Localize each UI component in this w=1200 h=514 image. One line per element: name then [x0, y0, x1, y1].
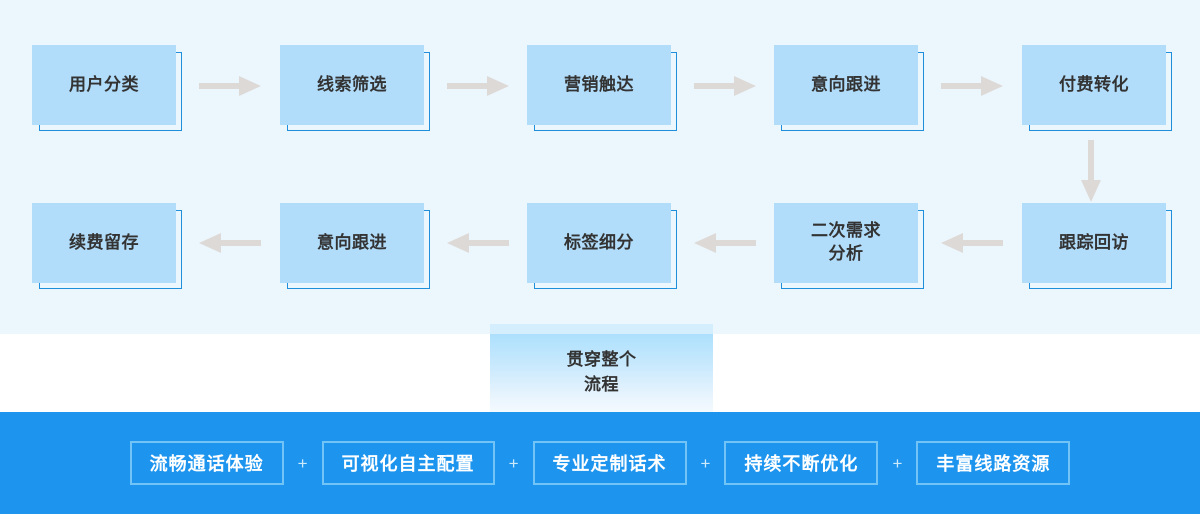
tag-separator-plus: +: [892, 453, 903, 473]
feature-tag-visual-self-configuration[interactable]: 可视化自主配置: [321, 441, 495, 485]
arrow-right-icon: [694, 76, 756, 96]
arrow-down-icon: [1081, 140, 1101, 202]
tag-separator-plus: +: [700, 453, 711, 473]
feature-tag-label: 丰富线路资源: [936, 454, 1051, 474]
flow-step-tag-segmentation[interactable]: 标签细分: [527, 203, 677, 289]
flow-step-follow-up-revisit[interactable]: 跟踪回访: [1022, 203, 1172, 289]
span-whole-process-label: 贯穿整个 流程: [566, 350, 637, 394]
step-label: 意向跟进: [317, 232, 387, 252]
feature-tag-label: 持续不断优化: [744, 454, 859, 474]
step-fill: 用户分类: [32, 45, 176, 125]
arrow-left-icon: [941, 233, 1003, 253]
step-fill: 线索筛选: [280, 45, 424, 125]
flow-step-secondary-demand-analysis[interactable]: 二次需求 分析: [774, 203, 924, 289]
flow-step-intent-followup-row1[interactable]: 意向跟进: [774, 45, 924, 131]
tag-separator-plus: +: [508, 453, 519, 473]
arrow-left-icon: [199, 233, 261, 253]
feature-bar: 流畅通话体验 + 可视化自主配置 + 专业定制话术 + 持续不断优化 + 丰富线…: [0, 412, 1200, 514]
feature-tag-rich-line-resources[interactable]: 丰富线路资源: [916, 441, 1071, 485]
step-fill: 意向跟进: [280, 203, 424, 283]
feature-tag-label: 专业定制话术: [552, 454, 667, 474]
arrow-left-icon: [447, 233, 509, 253]
step-fill: 意向跟进: [774, 45, 918, 125]
arrow-right-icon: [941, 76, 1003, 96]
flow-step-intent-followup-row2[interactable]: 意向跟进: [280, 203, 430, 289]
flow-step-renewal-retention[interactable]: 续费留存: [32, 203, 182, 289]
arrow-right-icon: [199, 76, 261, 96]
step-fill: 标签细分: [527, 203, 671, 283]
flow-region: 用户分类 线索筛选 营销触达 意向跟进 付费转化: [0, 0, 1200, 334]
step-fill: 二次需求 分析: [774, 203, 918, 283]
step-label: 付费转化: [1059, 74, 1129, 94]
step-label: 线索筛选: [317, 74, 387, 94]
step-label: 营销触达: [564, 74, 634, 94]
step-label: 续费留存: [69, 232, 139, 252]
span-box-top-sliver: [490, 324, 713, 334]
arrow-right-icon: [447, 76, 509, 96]
feature-tag-label: 流畅通话体验: [149, 454, 264, 474]
step-fill: 续费留存: [32, 203, 176, 283]
feature-tag-label: 可视化自主配置: [341, 454, 475, 474]
step-label: 用户分类: [69, 74, 139, 94]
step-fill: 跟踪回访: [1022, 203, 1166, 283]
step-label: 二次需求 分析: [811, 221, 881, 263]
step-label: 标签细分: [564, 232, 634, 252]
flow-step-paid-conversion[interactable]: 付费转化: [1022, 45, 1172, 131]
step-fill: 营销触达: [527, 45, 671, 125]
flow-step-lead-screening[interactable]: 线索筛选: [280, 45, 430, 131]
tag-separator-plus: +: [297, 453, 308, 473]
feature-tag-professional-custom-script[interactable]: 专业定制话术: [532, 441, 687, 485]
flow-step-marketing-reach[interactable]: 营销触达: [527, 45, 677, 131]
flow-step-user-classification[interactable]: 用户分类: [32, 45, 182, 131]
arrow-left-icon: [694, 233, 756, 253]
feature-tag-smooth-call-experience[interactable]: 流畅通话体验: [129, 441, 284, 485]
span-whole-process-card: 贯穿整个 流程: [490, 334, 713, 412]
feature-tag-list: 流畅通话体验 + 可视化自主配置 + 专业定制话术 + 持续不断优化 + 丰富线…: [129, 441, 1071, 485]
step-fill: 付费转化: [1022, 45, 1166, 125]
feature-tag-continuous-optimization[interactable]: 持续不断优化: [724, 441, 879, 485]
step-label: 意向跟进: [811, 74, 881, 94]
step-label: 跟踪回访: [1059, 232, 1129, 252]
